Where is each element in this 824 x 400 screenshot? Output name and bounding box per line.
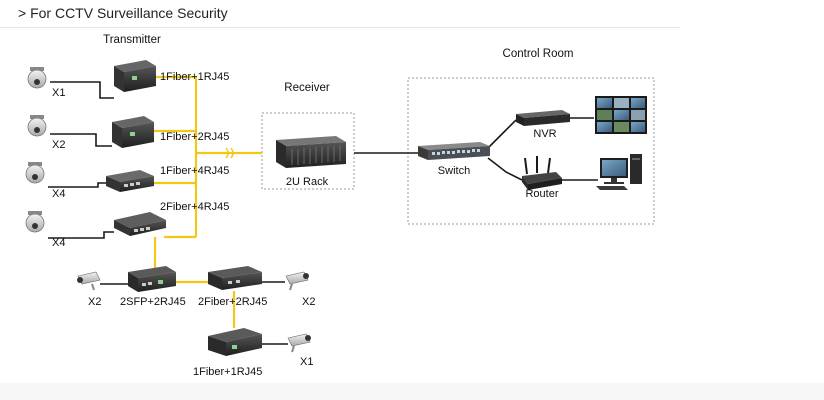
- header-divider: [0, 27, 680, 28]
- monitor-wall-icon: [595, 96, 647, 134]
- receiver-unit-label: 2U Rack: [285, 176, 329, 188]
- chain-unit-label: 2SFP+2RJ45: [120, 296, 186, 308]
- fiber-links: [152, 75, 262, 328]
- transmitter-unit-label: 1Fiber+2RJ45: [160, 131, 230, 143]
- camera-count-label: X1: [52, 87, 66, 99]
- router-label: Router: [525, 188, 559, 200]
- nvr-icon: [516, 110, 570, 126]
- chain-unit-label: 2Fiber+2RJ45: [198, 296, 268, 308]
- bullet-camera-icon: [287, 333, 311, 353]
- fiber-break-mark: [225, 147, 234, 159]
- camera-count-label: X2: [88, 296, 102, 308]
- network-switch-icon: [418, 142, 490, 160]
- section-header: > For CCTV Surveillance Security: [18, 5, 228, 21]
- switch-label: Switch: [437, 165, 471, 177]
- transmitter-title: Transmitter: [103, 34, 161, 46]
- transmitter-unit-label: 1Fiber+4RJ45: [160, 165, 230, 177]
- media-converter-icon: [208, 266, 262, 290]
- camera-count-label: X2: [52, 139, 66, 151]
- rack-chassis-icon: [276, 136, 346, 168]
- dome-camera-icon: [27, 115, 47, 137]
- dome-camera-icon: [27, 67, 47, 89]
- chain-unit-label: 1Fiber+1RJ45: [193, 366, 263, 378]
- dome-camera-icon: [25, 211, 45, 233]
- router-icon: [522, 156, 562, 190]
- nvr-label: NVR: [533, 128, 557, 140]
- camera-count-label: X2: [302, 296, 316, 308]
- desktop-computer-icon: [596, 154, 642, 190]
- camera-count-label: X4: [52, 188, 66, 200]
- control-room-title: Control Room: [502, 48, 574, 60]
- ethernet-links: [48, 81, 598, 345]
- transmitter-unit-label: 2Fiber+4RJ45: [160, 201, 230, 213]
- footer-band: [0, 383, 824, 400]
- receiver-box: [261, 112, 355, 190]
- media-converter-icon: [106, 170, 154, 192]
- camera-count-label: X4: [52, 237, 66, 249]
- media-converter-icon: [208, 328, 262, 356]
- media-converter-icon: [112, 116, 154, 148]
- media-converter-icon: [114, 60, 156, 92]
- media-converter-icon: [114, 212, 166, 236]
- receiver-title: Receiver: [284, 82, 330, 94]
- transmitter-unit-label: 1Fiber+1RJ45: [160, 71, 230, 83]
- media-converter-icon: [128, 266, 176, 292]
- camera-count-label: X1: [300, 356, 314, 368]
- bullet-camera-icon: [77, 271, 101, 291]
- bullet-camera-icon: [285, 271, 309, 291]
- dome-camera-icon: [25, 162, 45, 184]
